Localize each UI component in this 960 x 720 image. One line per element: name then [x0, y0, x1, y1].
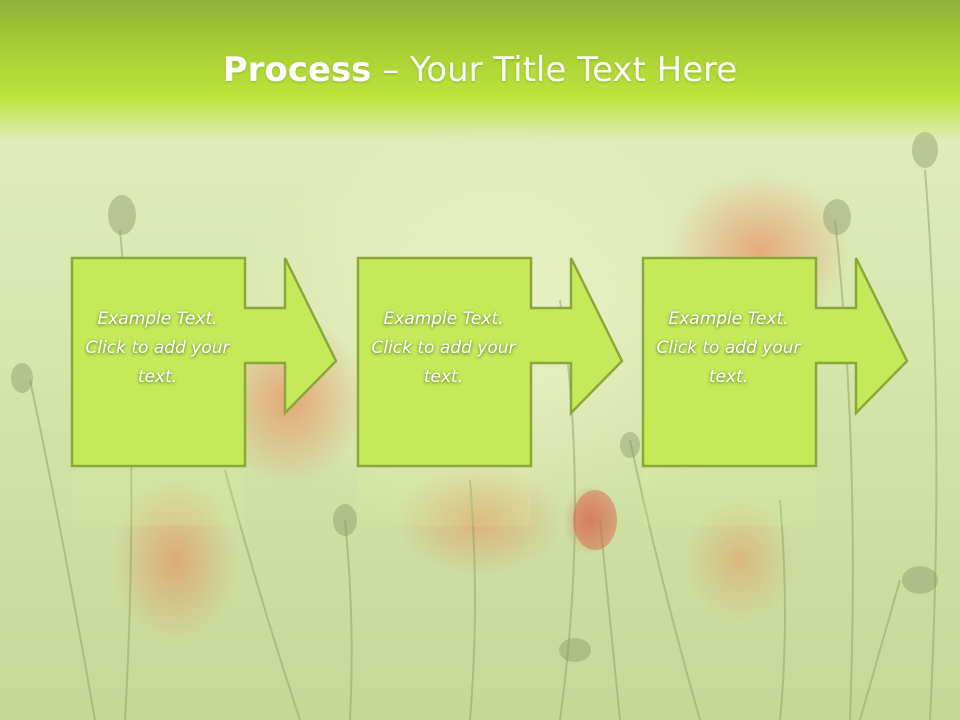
step-2-text: Example Text. Click to add your text. [371, 308, 516, 387]
process-step-1[interactable]: Example Text. Click to add your text. [70, 256, 340, 526]
process-step-2[interactable]: Example Text. Click to add your text. [356, 256, 626, 526]
arrow-right-icon [641, 256, 909, 526]
step-1-text: Example Text. Click to add your text. [85, 308, 230, 387]
step-3-text: Example Text. Click to add your text. [656, 308, 801, 387]
arrow-right-icon [356, 256, 624, 526]
slide-title[interactable]: Process – Your Title Text Here [0, 50, 960, 90]
title-band [0, 0, 960, 140]
arrow-right-icon [70, 256, 338, 526]
process-step-3[interactable]: Example Text. Click to add your text. [641, 256, 911, 526]
title-rest: – Your Title Text Here [371, 50, 738, 90]
title-bold: Process [222, 50, 372, 90]
